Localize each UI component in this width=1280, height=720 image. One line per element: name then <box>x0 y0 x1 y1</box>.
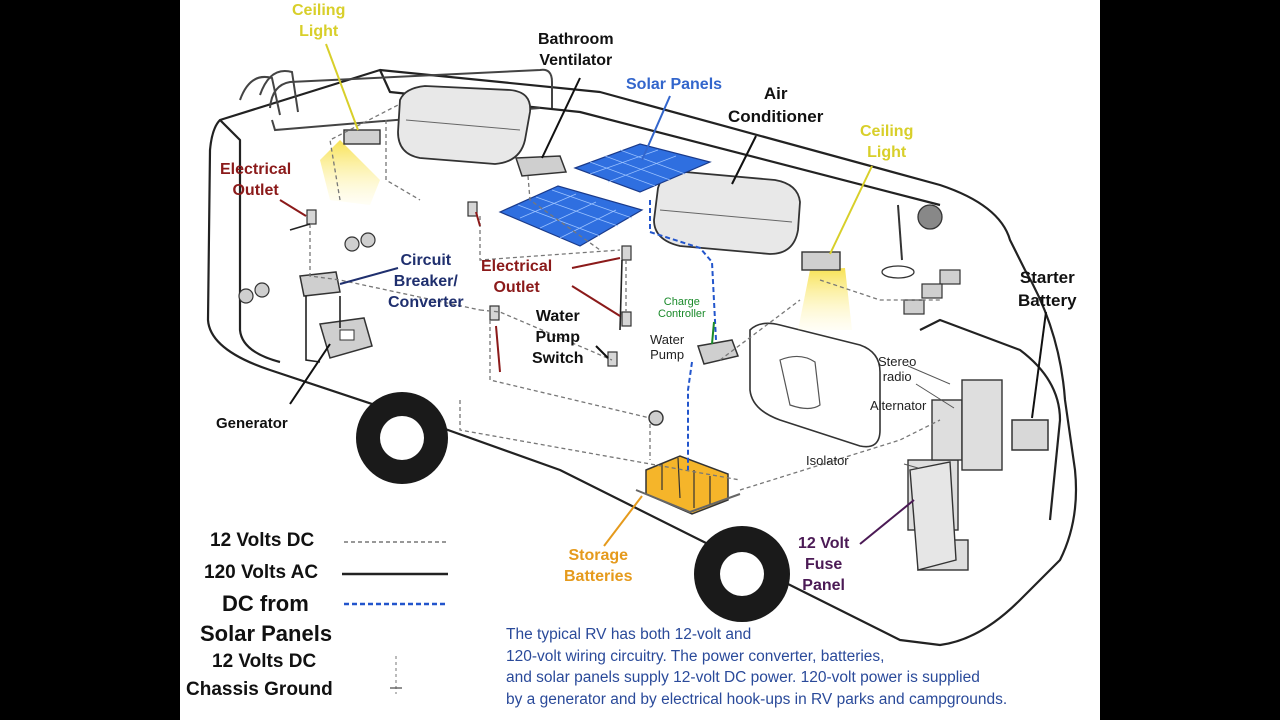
outlet-left <box>306 209 317 225</box>
label-alternator: Alternator <box>870 398 927 413</box>
pump-switch <box>607 351 618 367</box>
ceiling-light-right-fixture <box>798 251 852 330</box>
solar-panels <box>498 143 712 247</box>
legend-12v-dc: 12 Volts DC <box>210 530 315 551</box>
dc-wiring <box>309 103 941 491</box>
roof-spotlight <box>917 204 943 230</box>
charge-controller-box <box>697 339 740 365</box>
outlet-right-low <box>621 311 632 327</box>
caption-line: 120-volt wiring circuitry. The power con… <box>506 647 885 665</box>
legend-lines <box>342 541 448 694</box>
water-pump <box>648 410 664 426</box>
caption-line: by a generator and by electrical hook-up… <box>506 690 1008 708</box>
legend-dc-from: DC from <box>222 591 309 616</box>
ac-wiring <box>289 223 623 363</box>
roof-antenna-base <box>881 265 915 279</box>
caption: The typical RV has both 12-volt and 120-… <box>506 624 1100 710</box>
legend-chassis-ground: Chassis Ground <box>186 679 333 700</box>
air-conditioner-rear <box>397 85 532 165</box>
outlet-mid <box>489 305 500 321</box>
legend-120v-ac: 120 Volts AC <box>204 562 319 583</box>
outlet-right-top <box>621 245 632 261</box>
seat <box>779 355 821 410</box>
fuse-panel-box <box>909 461 957 571</box>
legend-ground-line1: 12 Volts DC <box>212 651 317 672</box>
ceiling-light-left-fixture <box>320 129 381 205</box>
rv-wiring-illustration <box>206 43 1078 694</box>
solar-wiring <box>649 200 717 470</box>
storage-batteries <box>635 455 741 515</box>
caption-line: The typical RV has both 12-volt and <box>506 626 752 643</box>
rear-wheel <box>356 392 448 484</box>
bathroom-ventilator <box>514 155 568 177</box>
label-generator: Generator <box>216 415 288 432</box>
outlet-upper <box>467 201 478 217</box>
label-solar-panels: Solar Panels <box>626 76 723 93</box>
legend-solar-panels: Solar Panels <box>200 621 333 646</box>
label-isolator: Isolator <box>806 453 849 468</box>
generator-box <box>319 317 373 359</box>
front-wheel <box>694 526 790 622</box>
starter-battery-box <box>1011 419 1049 451</box>
leader-lines <box>279 43 1047 547</box>
windshield <box>749 322 881 448</box>
air-conditioner-front <box>653 171 801 255</box>
converter-box <box>299 271 341 297</box>
caption-line: and solar panels supply 12-volt DC power… <box>506 669 980 686</box>
